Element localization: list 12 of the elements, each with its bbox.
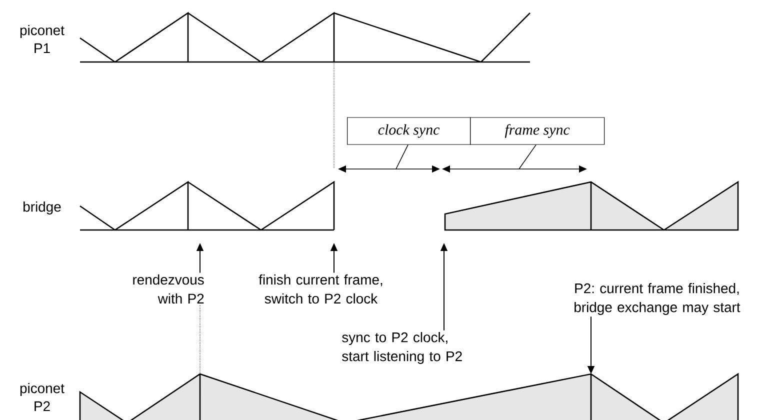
- label-box: frame sync: [470, 117, 605, 145]
- leader-line: [518, 144, 536, 170]
- annotation-text: finish current frame, switch to P2 clock: [258, 274, 382, 304]
- leader-line: [396, 144, 408, 170]
- waveform-drawing: [79, 372, 739, 420]
- annotation-text: rendezvous with P2: [133, 274, 204, 304]
- annotation-text: sync to P2 clock, start listening to P2: [342, 332, 462, 364]
- row-label: piconet P1: [20, 24, 64, 54]
- row-label: piconet P2: [20, 382, 64, 412]
- label-box: clock sync: [347, 117, 471, 145]
- annotation-text: P2: current frame finished, bridge exchange may start: [574, 283, 740, 315]
- row-label: bridge: [24, 202, 61, 214]
